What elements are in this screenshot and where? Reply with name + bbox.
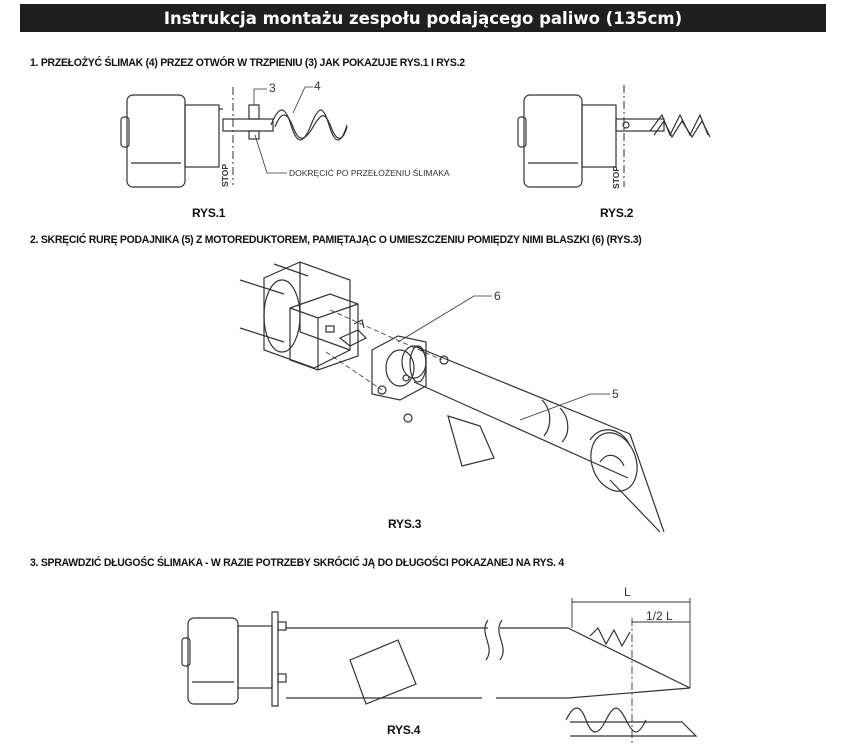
rys1-label-4: 4 xyxy=(314,79,321,93)
step-1-instruction: 1. PRZEŁOŻYĆ ŚLIMAK (4) PRZEZ OTWÓR W TR… xyxy=(30,57,465,69)
figure-rys2: STOP xyxy=(510,75,740,195)
rys1-note: DOKRĘCIĆ PO PRZEŁOŻENIU ŚLIMAKA xyxy=(289,167,450,178)
step-2-instruction: 2. SKRĘCIĆ RURĘ PODAJNIKA (5) Z MOTOREDU… xyxy=(30,234,642,246)
rys4-dim-half-L: 1/2 L xyxy=(646,609,673,623)
figure-rys3: 6 5 xyxy=(230,250,700,540)
figure-rys4: L 1/2 L xyxy=(170,580,710,745)
rys1-stop-label: STOP xyxy=(220,164,230,187)
page-title: Instrukcja montażu zespołu podającego pa… xyxy=(20,4,826,32)
rys1-label-3: 3 xyxy=(269,81,276,95)
rys3-label-6: 6 xyxy=(494,289,501,303)
rys1-caption: RYS.1 xyxy=(192,206,226,220)
rys3-label-5: 5 xyxy=(612,387,619,401)
rys4-caption: RYS.4 xyxy=(387,723,421,737)
figure-rys1: 3 4 DOKRĘCIĆ PO PRZEŁOŻENIU ŚLIMAKA STOP xyxy=(115,75,485,195)
rys2-caption: RYS.2 xyxy=(600,206,634,220)
step-3-instruction: 3. SPRAWDZIĆ DŁUGOŚC ŚLIMAKA - W RAZIE P… xyxy=(30,557,564,569)
rys3-caption: RYS.3 xyxy=(388,517,422,531)
rys2-stop-label: STOP xyxy=(611,166,621,189)
rys4-dim-L: L xyxy=(624,585,631,599)
